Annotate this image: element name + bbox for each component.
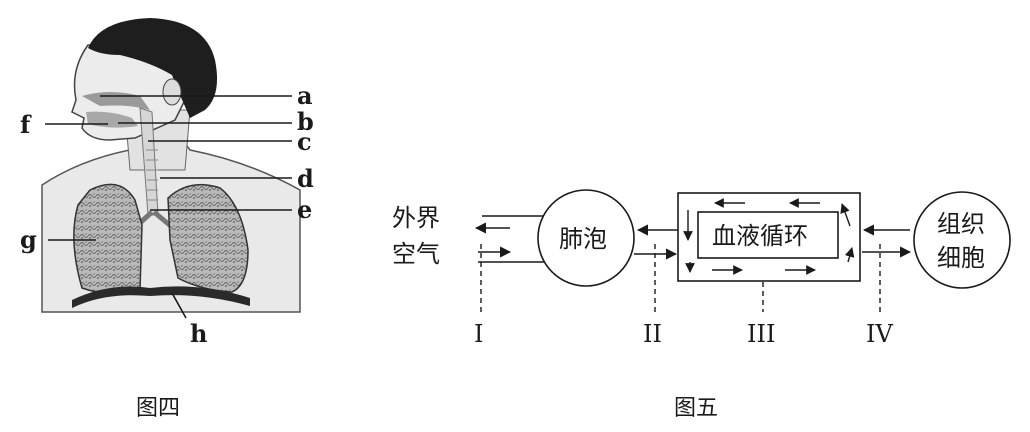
label-b: b <box>297 107 314 136</box>
label-a: a <box>297 81 313 110</box>
tissue-cells-line1: 组织 <box>937 210 985 238</box>
label-e: e <box>297 195 312 224</box>
stage-III: III <box>747 320 775 348</box>
stage-I: I <box>474 320 483 348</box>
diaphragm <box>72 286 250 308</box>
figure4-labels: a b c d e f g h <box>20 81 314 348</box>
label-f: f <box>20 110 32 139</box>
lung-left <box>73 183 143 295</box>
label-h: h <box>190 319 207 348</box>
figure4-leader-lines <box>45 95 292 319</box>
outside-air-line2: 空气 <box>392 240 440 268</box>
label-g: g <box>20 225 37 254</box>
hair <box>88 18 218 118</box>
figure4-respiratory-illustration <box>41 18 301 313</box>
trachea-rings <box>146 149 158 201</box>
ear <box>162 78 182 106</box>
tissue-cells-line2: 细胞 <box>937 244 985 272</box>
figure5-gas-exchange: 外界 空气 肺泡 血液循环 <box>392 189 1011 348</box>
alveoli-label: 肺泡 <box>559 225 607 253</box>
lung-right <box>167 183 249 293</box>
label-d: d <box>297 164 314 193</box>
stage-IV: IV <box>866 320 893 348</box>
circulation-arrows <box>683 198 855 275</box>
figure4-caption: 图四 <box>136 396 180 421</box>
alveoli-circle <box>537 189 635 287</box>
tissue-cells-circle <box>913 191 1011 289</box>
figure5-caption: 图五 <box>674 396 718 421</box>
stage-dashed-lines <box>480 244 881 312</box>
outside-air-line1: 外界 <box>392 204 440 232</box>
blood-circulation-label: 血液循环 <box>712 222 808 250</box>
label-c: c <box>297 127 312 156</box>
blood-circulation-inner-box <box>697 211 839 259</box>
stage-II: II <box>643 320 662 348</box>
